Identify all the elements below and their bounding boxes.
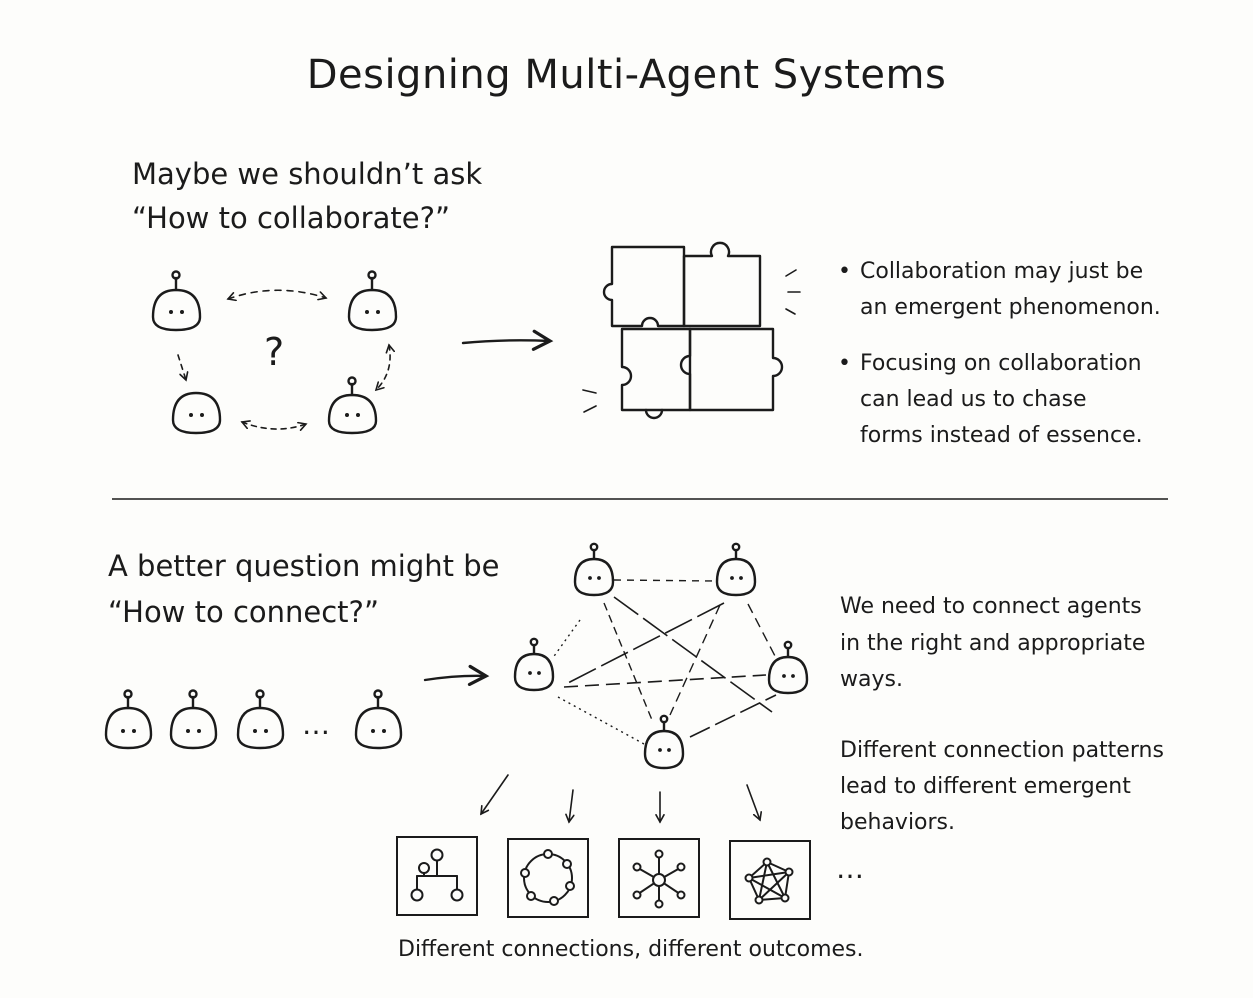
agent-row-2	[169, 689, 218, 750]
bullet-1-line-1: Collaboration may just be	[860, 259, 1144, 284]
top-question-line1: Maybe we shouldn’t ask	[132, 157, 483, 191]
pattern-hierarchy	[396, 836, 478, 916]
patterns-ellipsis: …	[836, 852, 864, 885]
bullet-2-line-3: forms instead of essence.	[860, 423, 1143, 448]
bottom-question-line1: A better question might be	[108, 549, 500, 583]
network-agent-left	[513, 637, 555, 692]
agents-ellipsis: …	[302, 708, 330, 741]
pattern-arrows	[481, 774, 760, 822]
arrow-to-network	[423, 664, 490, 687]
agent-row-1	[104, 689, 153, 750]
network-links	[551, 579, 777, 745]
arrow-to-puzzle	[461, 329, 554, 351]
bullet-emergent: Collaboration may just be an emergent ph…	[838, 254, 1161, 326]
agent-row-4	[354, 689, 403, 750]
bullet-1-line-2: an emergent phenomenon.	[860, 295, 1161, 320]
agent-bottom-right	[327, 376, 378, 435]
page-title: Designing Multi-Agent Systems	[306, 52, 947, 98]
note2-line2: lead to different emergent	[840, 774, 1131, 799]
bullet-2-line-1: Focusing on collaboration	[860, 351, 1142, 376]
hierarchy-icon	[410, 848, 464, 902]
agent-top-left	[151, 270, 202, 332]
pattern-star	[618, 838, 700, 918]
note2-line3: behaviors.	[840, 810, 956, 835]
agent-row	[104, 689, 403, 750]
agent-row-3	[236, 689, 285, 750]
note1-line1: We need to connect agents	[840, 594, 1142, 619]
pattern-mesh	[729, 840, 811, 920]
note1-line3: ways.	[840, 667, 903, 692]
question-mark: ?	[264, 330, 285, 374]
ring-icon	[520, 849, 575, 906]
top-question-line2: “How to collaborate?”	[132, 201, 450, 235]
pattern-ring	[507, 838, 589, 918]
star-icon	[632, 849, 686, 909]
note1-line2: in the right and appropriate	[840, 631, 1146, 656]
collaboration-bullets: Collaboration may just be an emergent ph…	[838, 254, 1161, 474]
network-agent-top-right	[715, 542, 757, 597]
note2-line1: Different connection patterns	[840, 738, 1164, 763]
bullet-forms-vs-essence: Focusing on collaboration can lead us to…	[838, 346, 1161, 454]
puzzle-icon	[582, 241, 801, 420]
mesh-icon	[744, 857, 794, 905]
bullet-2-line-2: can lead us to chase	[860, 387, 1087, 412]
network-agent-top-left	[573, 542, 615, 597]
agent-bottom-left	[171, 391, 222, 435]
network-agent-bottom	[643, 714, 685, 770]
caption: Different connections, different outcome…	[398, 937, 864, 962]
network-agent-right	[767, 640, 809, 695]
bottom-question-line2: “How to connect?”	[108, 595, 379, 629]
agent-top-right	[347, 270, 398, 332]
loop-arrows	[177, 289, 390, 429]
